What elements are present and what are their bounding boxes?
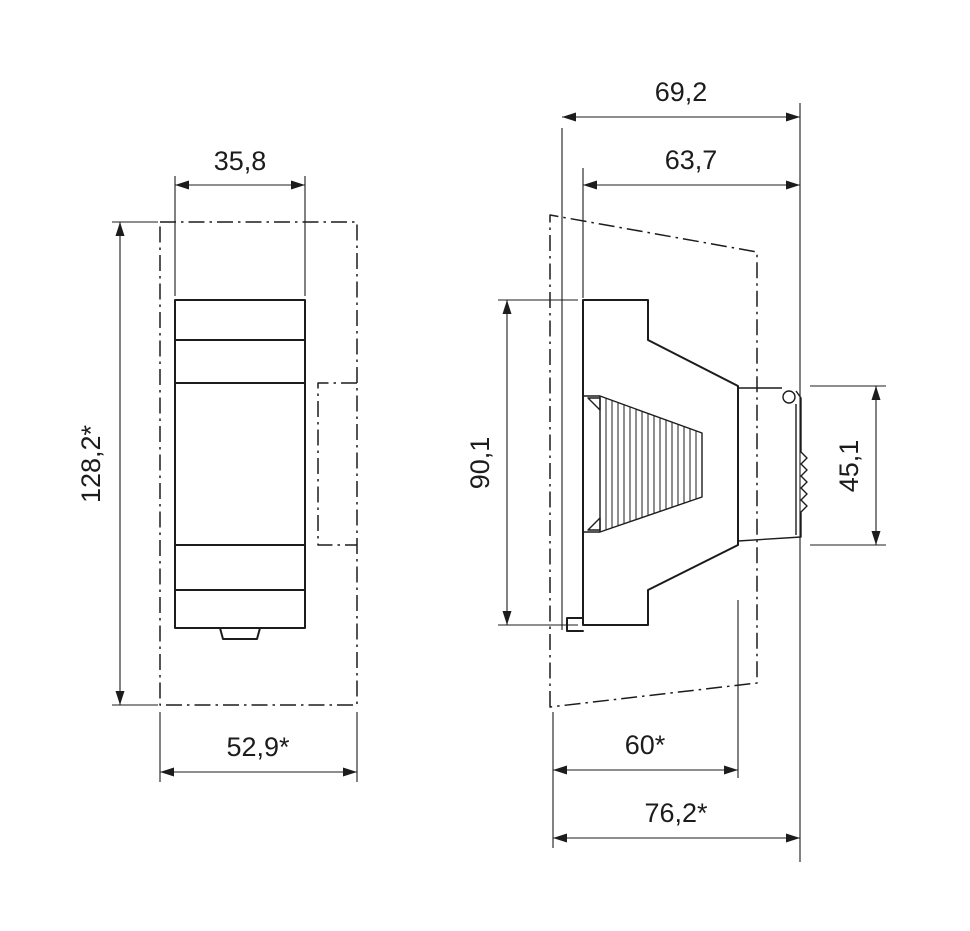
dimension-side-height-body: 90,1 — [465, 299, 578, 626]
dim-label-side-depth-recess: 60* — [625, 730, 666, 760]
clip-pivot-icon — [782, 390, 796, 404]
recess-hatching — [605, 398, 697, 530]
side-cover-dashdot-outline — [549, 214, 758, 708]
dim-label-side-depth-total: 76,2* — [644, 798, 708, 828]
front-device-outline — [174, 299, 306, 640]
dimension-side-depth-total: 76,2* — [553, 798, 800, 843]
dimension-side-height-rear: 45,1 — [810, 385, 886, 546]
din-rail-clip — [737, 387, 808, 542]
dim-label-front-width-overall: 52,9* — [226, 732, 290, 762]
dim-label-side-depth-overall: 69,2 — [655, 77, 708, 107]
dimension-front-width-top: 35,8 — [174, 146, 306, 296]
dimension-side-depth-recess: 60* — [552, 600, 739, 848]
side-device-outline — [566, 299, 739, 632]
dimension-front-width-overall: 52,9* — [159, 712, 358, 782]
front-view: 35,8 128,2* 52,9* — [76, 146, 358, 782]
recess-wedge — [583, 395, 703, 533]
dimension-side-depth-overall: 69,2 — [562, 77, 800, 122]
dimension-front-height-overall: 128,2* — [76, 221, 158, 706]
dimension-side-depth-body: 63,7 — [583, 145, 800, 190]
side-view: 69,2 63,7 90,1 45,1 — [465, 77, 886, 862]
dim-label-side-height-rear: 45,1 — [834, 440, 864, 493]
dim-label-side-depth-body: 63,7 — [665, 145, 718, 175]
dim-label-side-height-body: 90,1 — [465, 437, 495, 490]
dim-label-front-height-overall: 128,2* — [76, 424, 106, 503]
dim-label-front-width-top: 35,8 — [214, 146, 267, 176]
front-cover-dashdot-outline — [159, 221, 358, 706]
